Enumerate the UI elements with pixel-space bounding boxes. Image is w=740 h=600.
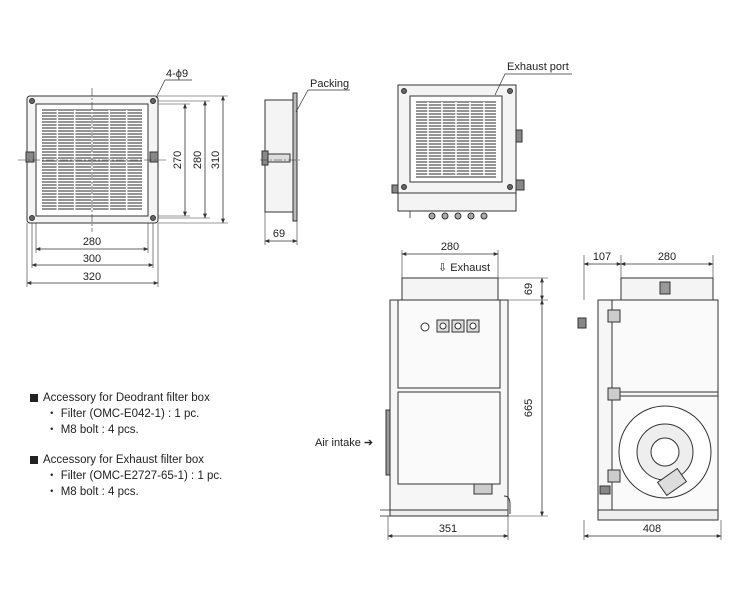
- dim-right-top-w: 280: [658, 251, 676, 263]
- accessory-title: Accessory for Deodrant filter box: [43, 392, 210, 404]
- right-side-view: [577, 255, 722, 540]
- exhaust-label: ⇩ Exhaust: [438, 262, 490, 274]
- dim-front-w2: 300: [83, 253, 101, 265]
- bullet-square: [30, 456, 38, 464]
- dim-main-w: 351: [439, 523, 457, 535]
- air-intake-label: Air intake ➔: [315, 437, 373, 449]
- side-filter-view: [260, 89, 350, 245]
- accessory-item: ・ Filter (OMC-E2727-65-1) : 1 pc.: [46, 470, 223, 482]
- hole-label: 4-ϕ9: [166, 68, 188, 80]
- packing-label: Packing: [310, 78, 349, 90]
- dim-front-w1: 280: [83, 236, 101, 248]
- top-unit-view: [391, 73, 572, 220]
- accessory-item: ・ Filter (OMC-E042-1) : 1 pc.: [46, 408, 200, 420]
- bullet-square: [30, 394, 38, 402]
- accessory-deodrant: Accessory for Deodrant filter box ・ Filt…: [30, 390, 210, 438]
- dim-front-w3: 320: [83, 271, 101, 283]
- dim-front-h3: 310: [210, 151, 222, 169]
- dim-right-offset: 107: [593, 251, 611, 263]
- dim-right-w: 408: [643, 523, 661, 535]
- dim-side-depth: 69: [273, 228, 285, 240]
- exhaust-port-label: Exhaust port: [507, 61, 569, 73]
- accessory-item: ・ M8 bolt : 4 pcs.: [46, 424, 139, 436]
- dim-top-h: 69: [523, 283, 535, 295]
- grille-top: [416, 101, 496, 178]
- accessory-exhaust: Accessory for Exhaust filter box ・ Filte…: [30, 452, 222, 500]
- dim-front-h2: 280: [192, 151, 204, 169]
- main-unit-view: [380, 250, 548, 540]
- accessory-item: ・ M8 bolt : 4 pcs.: [46, 486, 139, 498]
- dim-front-h1: 270: [172, 151, 184, 169]
- dim-top-w: 280: [441, 241, 459, 253]
- accessory-title: Accessory for Exhaust filter box: [43, 454, 205, 466]
- front-filter-view: [18, 79, 228, 287]
- dim-main-h: 665: [523, 399, 535, 417]
